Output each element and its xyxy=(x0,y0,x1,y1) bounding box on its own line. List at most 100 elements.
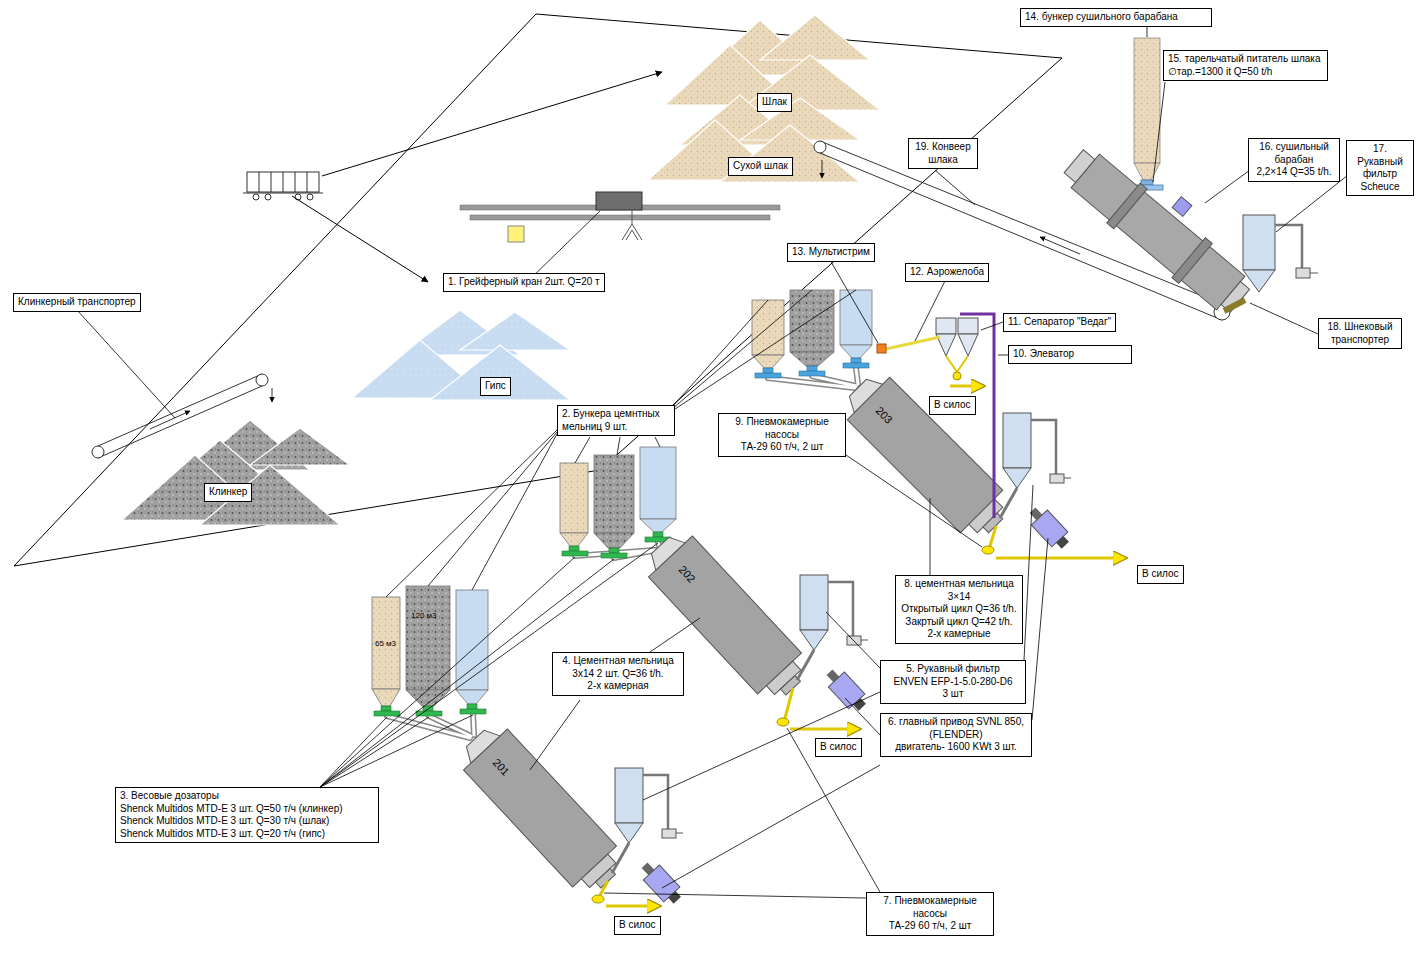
node-text: Shenck Multidos MTD-E 3 шт. Q=30 т/ч (шл… xyxy=(120,815,374,828)
node-text: 1. Грейферный кран 2шт. Q=20 т xyxy=(448,276,600,289)
destination-box: В силос xyxy=(1137,565,1184,584)
leader-line xyxy=(845,698,880,735)
pneumatic-pump xyxy=(982,546,994,554)
slag-conveyor xyxy=(822,160,823,178)
leader-line xyxy=(1147,27,1148,37)
mill-hoppers xyxy=(790,290,834,352)
feed-chute xyxy=(768,368,858,388)
leader-line xyxy=(998,355,1008,356)
volume-label: 65 м3 xyxy=(375,640,396,649)
callout-box: 10. Элеватор xyxy=(1008,345,1132,364)
rail-wagon xyxy=(307,172,308,192)
callout-box: 17. Рукавный фильтр Scheuce xyxy=(1346,140,1414,196)
leader-line xyxy=(604,893,866,898)
clinker-conveyor xyxy=(92,374,272,458)
weigh-feeder xyxy=(755,358,869,378)
node-text: 6. главный привод SVNL 850, (FLENDER) xyxy=(885,716,1027,741)
weigh-feeder xyxy=(653,532,663,537)
callout-box: 8. цементная мельница3×14Открытый цикл Q… xyxy=(895,575,1023,644)
weigh-feeder xyxy=(755,373,781,378)
delivery-arrow xyxy=(322,72,662,176)
callout-box: 1. Грейферный кран 2шт. Q=20 т xyxy=(443,273,605,292)
separator xyxy=(953,372,961,380)
stockpile-label: Клинкер xyxy=(204,483,252,502)
separator xyxy=(958,334,978,356)
node-text: В силос xyxy=(934,399,971,412)
node-text: Shenck Multidos MTD-E 3 шт. Q=50 т/ч (кл… xyxy=(120,803,374,816)
node-text: Shenck Multidos MTD-E 3 шт. Q=20 т/ч (ги… xyxy=(120,828,374,841)
callout-box: 3. Весовые дозаторыShenck Multidos MTD-E… xyxy=(115,787,379,843)
cement-mill xyxy=(837,367,1017,547)
rail-wagon xyxy=(283,172,284,192)
leader-line xyxy=(672,300,768,407)
weigh-feeder xyxy=(562,551,588,556)
callout-box: 14. бункер сушильного барабана xyxy=(1020,8,1212,27)
leader-line xyxy=(643,692,880,800)
leader-line xyxy=(672,290,812,409)
leader-line xyxy=(930,498,931,575)
node-text: 11. Сепаратор "Ведаг" xyxy=(1008,316,1111,329)
dryer-bag-filter xyxy=(1275,225,1302,268)
leader-line xyxy=(1276,175,1348,232)
stockpile-label: Сухой шлак xyxy=(728,157,793,176)
node-text: 15. тарельчатый питатель шлака xyxy=(1168,53,1323,66)
leader-line xyxy=(320,717,429,787)
node-text: 3х14 2 шт. Q=36 t/h. xyxy=(557,668,679,681)
node-text: 17. Рукавный фильтр Scheuce xyxy=(1351,143,1409,193)
destination-box: В силос xyxy=(929,396,976,415)
weigh-feeder xyxy=(799,371,825,376)
multistream xyxy=(877,344,886,353)
node-text: 18. Шнековый транспортер xyxy=(1323,321,1397,346)
weigh-feeder xyxy=(609,548,619,553)
dryer-bag-filter xyxy=(1296,268,1310,278)
node-text: 3 шт xyxy=(885,688,1021,701)
slag-conveyor xyxy=(1040,237,1080,254)
drying-drum xyxy=(1221,282,1249,313)
bucket-elevator xyxy=(960,314,994,518)
callout-box: 13. Мультистрим xyxy=(787,243,875,262)
node-text: Клинкерный транспортер xyxy=(18,296,136,309)
rail-wagon xyxy=(247,172,319,192)
node-text: 10. Элеватор xyxy=(1013,348,1127,361)
rail-wagon xyxy=(271,172,272,192)
weigh-feeder xyxy=(851,358,861,363)
callout-box: 12. Аэрожелоба xyxy=(905,263,989,282)
slag-conveyor xyxy=(814,141,826,153)
node-text: ТА-29 60 т/ч, 2 шт xyxy=(723,441,841,454)
leader-line xyxy=(617,437,620,455)
node-text: 4. Цементная мельница xyxy=(557,655,679,668)
drying-drum xyxy=(1107,183,1147,229)
leader-line xyxy=(826,612,880,668)
weigh-feeder xyxy=(374,711,400,716)
dryer-hopper xyxy=(1134,38,1160,163)
callout-box: 2. Бункера цемнтных мельниц 9 шт. xyxy=(557,405,675,436)
weigh-feeder xyxy=(460,709,486,714)
node-text: 12. Аэрожелоба xyxy=(910,266,984,279)
to-silo-arrow xyxy=(950,385,984,388)
rail-wagon xyxy=(295,194,301,200)
node-text: Закртый цикл Q=42 t/h. xyxy=(900,616,1018,629)
leader-line xyxy=(1032,538,1048,720)
node-text: 19. Конвеер шлака xyxy=(913,141,973,166)
grab-crane xyxy=(508,226,524,242)
to-silo-arrow xyxy=(606,905,660,908)
leader-line xyxy=(915,281,945,341)
node-text: 2. Бункера цемнтных мельниц 9 шт. xyxy=(562,408,670,433)
bucket-elevator xyxy=(960,314,994,518)
node-text: 3×14 xyxy=(900,591,1018,604)
rail-wagon xyxy=(307,194,313,200)
leader-line xyxy=(1250,303,1318,334)
rail-wagon xyxy=(243,172,323,200)
leader-line xyxy=(1024,485,1033,660)
screw-conveyor xyxy=(1224,300,1245,311)
mill-hoppers xyxy=(594,533,634,548)
drying-drum xyxy=(1057,129,1267,321)
grab-crane xyxy=(596,192,642,210)
leader-line xyxy=(386,430,557,597)
leader-line xyxy=(472,434,557,590)
rail-wagon xyxy=(295,172,296,192)
site-outline xyxy=(14,14,1062,566)
gypsum-pile xyxy=(460,312,570,350)
dry-slag-pile xyxy=(720,125,860,182)
grab-crane xyxy=(470,215,770,220)
